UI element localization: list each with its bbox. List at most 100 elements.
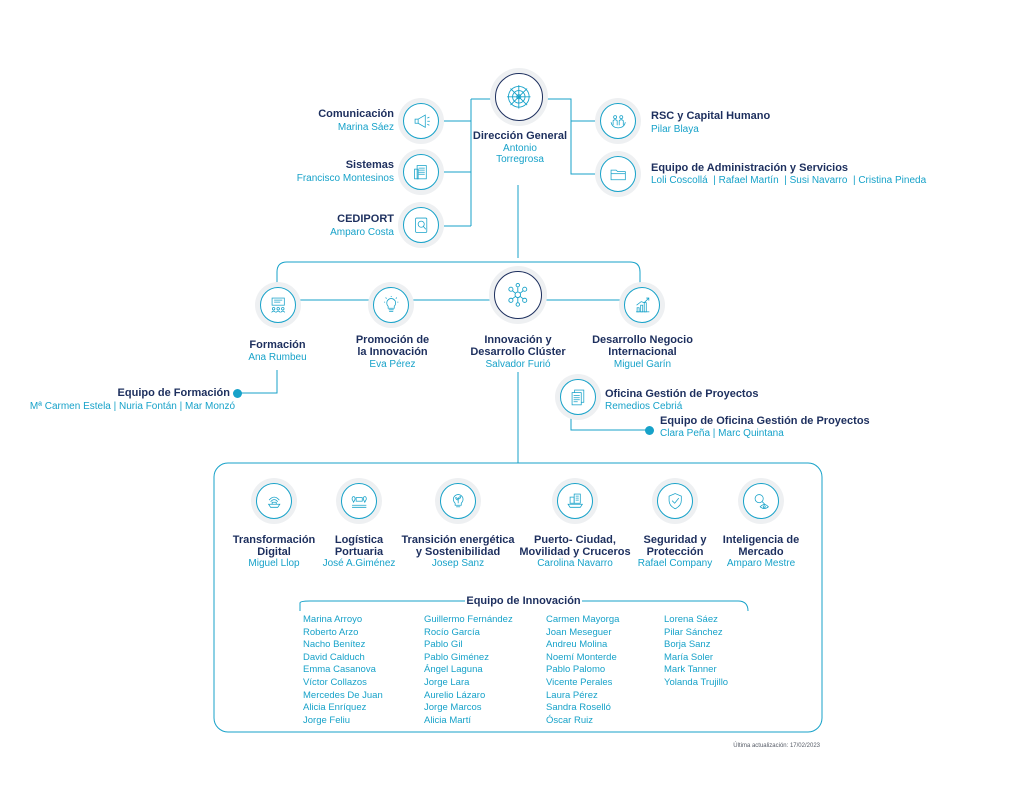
area-title-digital-1: Transformación bbox=[232, 534, 316, 546]
list-item: Mark Tanner bbox=[664, 664, 717, 676]
area-title-digital-2: Digital bbox=[257, 546, 291, 558]
comunicacion-title: Comunicación bbox=[318, 108, 394, 120]
list-item: Marina Arroyo bbox=[303, 614, 363, 625]
promocion-title-line1: Promoción de bbox=[355, 334, 430, 346]
equipo-innovacion-title: Equipo de Innovación bbox=[466, 595, 581, 607]
port-city-icon bbox=[567, 493, 583, 508]
list-item: David Calduch bbox=[303, 651, 365, 663]
logistics-route-icon bbox=[351, 496, 367, 508]
area-title-seguridad-1: Seguridad y bbox=[643, 534, 707, 546]
equipo-innovacion-col-1: Marina Arroyo Roberto Arzo Nacho Benítez… bbox=[303, 614, 383, 727]
area-title-logistica-2: Portuaria bbox=[334, 546, 384, 558]
area-title-seguridad-2: Protección bbox=[646, 546, 704, 558]
direccion-title: Dirección General bbox=[472, 130, 568, 142]
cediport-node bbox=[398, 202, 444, 248]
list-item: Pablo Gil bbox=[424, 639, 463, 651]
cediport-name: Amparo Costa bbox=[330, 227, 394, 238]
cediport-title: CEDIPORT bbox=[337, 213, 394, 225]
area-title-energia-1: Transición energética bbox=[401, 534, 515, 546]
growth-chart-icon bbox=[635, 297, 650, 313]
rsc-title: RSC y Capital Humano bbox=[651, 110, 771, 122]
sistemas-title: Sistemas bbox=[345, 159, 394, 171]
equipo-formacion-name: Mª Carmen Estela | Nuria Fontán | Mar Mo… bbox=[29, 401, 235, 412]
documents-icon bbox=[571, 389, 584, 406]
digital-ship-icon bbox=[267, 496, 281, 508]
list-item: Alicia Enríquez bbox=[303, 702, 367, 714]
direccion-name-line1: Antonio bbox=[503, 143, 537, 154]
list-item: Yolanda Trujillo bbox=[664, 676, 729, 688]
list-item: Laura Pérez bbox=[546, 689, 598, 701]
area-title-inteligencia-2: Mercado bbox=[738, 546, 784, 558]
security-shield-icon bbox=[668, 492, 682, 510]
formacion-node bbox=[255, 282, 301, 328]
desarrollo-name: Miguel Garín bbox=[613, 359, 672, 370]
sistemas-node bbox=[398, 149, 444, 195]
area-name-puerto: Carolina Navarro bbox=[537, 558, 613, 569]
administracion-node bbox=[595, 151, 641, 197]
list-item: María Soler bbox=[664, 651, 714, 663]
list-item: Vicente Perales bbox=[546, 676, 613, 688]
equipo-innovacion-col-2: Guillermo Fernández Rocío García Pablo G… bbox=[424, 614, 513, 727]
list-item: Joan Meseguer bbox=[546, 626, 612, 638]
list-item: Roberto Arzo bbox=[303, 626, 359, 638]
list-item: Aurelio Lázaro bbox=[424, 689, 486, 701]
list-item: Emma Casanova bbox=[303, 664, 376, 676]
comunicacion-node bbox=[398, 98, 444, 144]
list-item: Nacho Benítez bbox=[303, 639, 366, 651]
oficina-title: Oficina Gestión de Proyectos bbox=[605, 388, 759, 400]
area-node-digital bbox=[251, 478, 297, 524]
area-name-digital: Miguel Llop bbox=[248, 558, 300, 569]
formacion-title: Formación bbox=[249, 339, 306, 351]
list-item: Alicia Martí bbox=[424, 714, 471, 726]
list-item: Jorge Feliu bbox=[303, 714, 350, 726]
administracion-title: Equipo de Administración y Servicios bbox=[651, 162, 849, 174]
innovacion-title-line2: Desarrollo Clúster bbox=[470, 346, 566, 358]
cluster-network-icon bbox=[508, 283, 528, 307]
area-title-puerto-1: Puerto- Ciudad, bbox=[534, 534, 616, 546]
list-item: Noemí Monterde bbox=[546, 651, 617, 663]
area-name-energia: Josep Sanz bbox=[431, 558, 485, 569]
list-item: Carmen Mayorga bbox=[546, 614, 620, 625]
lightbulb-icon bbox=[383, 295, 399, 312]
list-item: Jorge Marcos bbox=[424, 702, 482, 714]
administracion-name: Loli Coscollá | Rafael Martín | Susi Nav… bbox=[651, 175, 927, 186]
oficina-node bbox=[555, 374, 601, 420]
area-name-inteligencia: Amparo Mestre bbox=[726, 558, 796, 569]
direccion-node bbox=[490, 68, 548, 126]
area-node-energia bbox=[435, 478, 481, 524]
network-web-icon bbox=[507, 85, 531, 109]
rsc-name: Pilar Blaya bbox=[651, 124, 699, 135]
formacion-name: Ana Rumbeu bbox=[248, 352, 307, 363]
desarrollo-title-line2: Internacional bbox=[608, 346, 677, 358]
folder-icon bbox=[610, 169, 626, 180]
list-item: Pilar Sánchez bbox=[664, 626, 723, 638]
area-node-seguridad bbox=[652, 478, 698, 524]
people-hands-icon bbox=[610, 115, 626, 129]
list-item: Víctor Collazos bbox=[303, 676, 367, 688]
equipo-oficina-dot bbox=[645, 426, 654, 435]
comunicacion-name: Marina Sáez bbox=[337, 122, 394, 133]
area-title-inteligencia-1: Inteligencia de bbox=[722, 534, 800, 546]
desarrollo-node bbox=[619, 282, 665, 328]
document-search-icon bbox=[415, 217, 427, 233]
market-eye-icon bbox=[754, 493, 769, 509]
area-name-logistica: José A.Giménez bbox=[322, 558, 396, 569]
area-title-puerto-2: Movilidad y Cruceros bbox=[519, 546, 631, 558]
innovacion-title-line1: Innovación y bbox=[484, 334, 552, 346]
classroom-icon bbox=[271, 297, 285, 313]
area-name-seguridad: Rafael Company bbox=[637, 558, 713, 569]
list-item: Borja Sanz bbox=[664, 639, 711, 651]
innovacion-name: Salvador Furió bbox=[485, 359, 551, 370]
promocion-node bbox=[368, 282, 414, 328]
oficina-name: Remedios Cebriá bbox=[605, 401, 683, 412]
equipo-oficina-title: Equipo de Oficina Gestión de Proyectos bbox=[660, 415, 870, 427]
sustainable-bulb-icon bbox=[452, 493, 464, 507]
equipo-innovacion-col-3: Carmen Mayorga Joan Meseguer Andreu Moli… bbox=[546, 614, 619, 727]
equipo-oficina-name: Clara Peña | Marc Quintana bbox=[660, 428, 784, 439]
innovacion-node bbox=[489, 266, 547, 324]
area-node-inteligencia bbox=[738, 478, 784, 524]
equipo-formacion-title: Equipo de Formación bbox=[117, 387, 230, 399]
list-item: Jorge Lara bbox=[424, 676, 470, 688]
area-node-logistica bbox=[336, 478, 382, 524]
